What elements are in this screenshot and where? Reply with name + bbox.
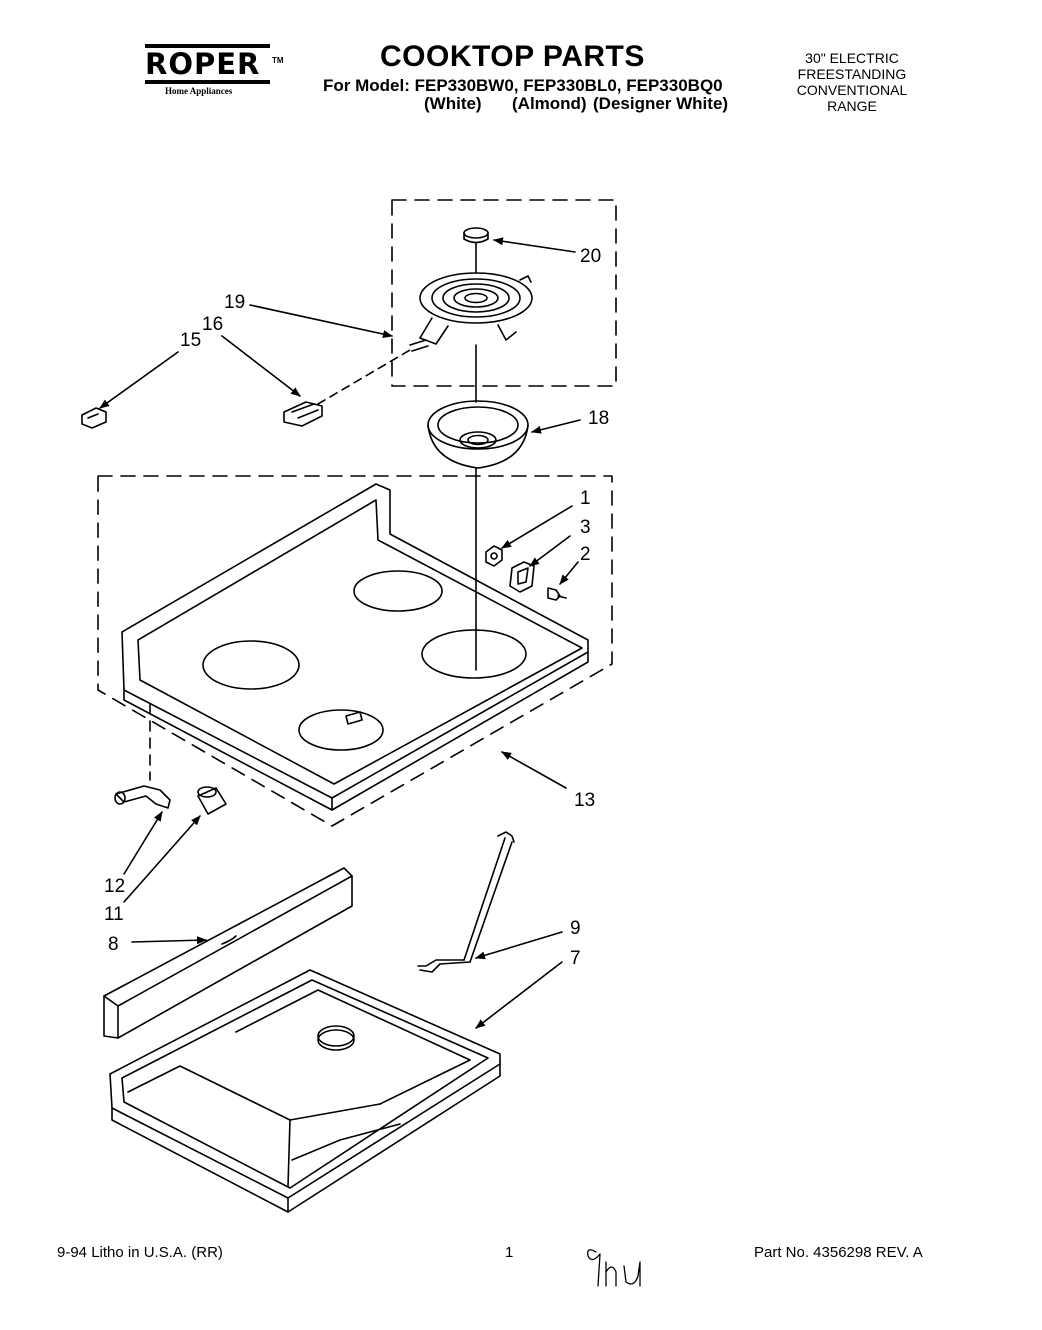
part-13-cooktop [121, 483, 589, 811]
leader-11 [123, 815, 201, 903]
callout-1: 1 [580, 488, 591, 509]
cooktop-assembly-box [97, 475, 613, 827]
product-type-line: RANGE [827, 98, 877, 114]
callout-8: 8 [108, 934, 119, 955]
part-20-element-cap [463, 227, 489, 244]
callout-15: 15 [180, 330, 201, 351]
callout-9: 9 [570, 918, 581, 939]
leader-2 [559, 561, 579, 585]
terminal-dashed-link [317, 349, 411, 405]
part-11-bumper [197, 786, 227, 815]
color-almond-label: (Almond) [512, 94, 587, 113]
handwritten-signature [587, 1249, 641, 1287]
part-18-drip-bowl [427, 400, 529, 469]
callout-13: 13 [574, 790, 595, 811]
part-7-burner-box [109, 969, 501, 1213]
part-3-bracket [509, 561, 535, 593]
print-info: 9-94 Litho in U.S.A. (RR) [57, 1244, 223, 1261]
part-16-terminal-block [283, 401, 323, 427]
leader-1 [501, 505, 573, 549]
color-white-label: (White) [424, 94, 482, 113]
logo-bottom-bar [145, 80, 270, 84]
callout-7: 7 [570, 948, 581, 969]
leader-13 [501, 751, 567, 789]
leader-3 [529, 535, 571, 567]
part-1-nut [485, 545, 503, 567]
leader-16 [221, 335, 301, 397]
callout-3: 3 [580, 517, 591, 538]
model-line: For Model: FEP330BW0, FEP330BL0, FEP330B… [323, 76, 723, 95]
part-9-support-rod [417, 831, 515, 973]
callout-16: 16 [202, 314, 223, 335]
part-19-surface-element [409, 272, 533, 352]
page-number: 1 [505, 1244, 514, 1261]
callout-2: 2 [580, 544, 591, 565]
callout-19: 19 [224, 292, 245, 313]
brand-tagline: Home Appliances [165, 86, 233, 96]
callout-11: 11 [104, 904, 124, 925]
part-15-clip [81, 407, 107, 429]
leader-8 [131, 936, 207, 945]
trademark-mark: TM [272, 56, 284, 65]
part-8-rear-shield [103, 867, 353, 1039]
leader-15 [99, 351, 179, 409]
callout-18: 18 [588, 408, 609, 429]
leader-9 [475, 931, 563, 960]
callout-12: 12 [104, 876, 125, 897]
element-assembly-box [391, 199, 617, 387]
part-number: Part No. 4356298 REV. A [754, 1244, 923, 1261]
leader-19 [249, 304, 393, 338]
leader-20 [493, 237, 576, 253]
brand-logo: ROPER [145, 47, 261, 81]
product-type-line: FREESTANDING [797, 66, 907, 82]
part-12-hinge-bracket [114, 785, 171, 809]
product-type-line: 30" ELECTRIC [805, 50, 899, 66]
leader-7 [475, 961, 563, 1029]
product-type-line: CONVENTIONAL [796, 82, 908, 98]
callout-20: 20 [580, 246, 601, 267]
leader-12 [123, 811, 163, 875]
logo-top-bar [145, 44, 270, 48]
page-title: COOKTOP PARTS [380, 40, 645, 73]
product-type-block: 30" ELECTRIC FREESTANDING CONVENTIONAL R… [772, 50, 932, 114]
leader-18 [531, 419, 581, 434]
part-2-screw [547, 587, 567, 601]
color-designer-label: (Designer White) [593, 94, 729, 113]
